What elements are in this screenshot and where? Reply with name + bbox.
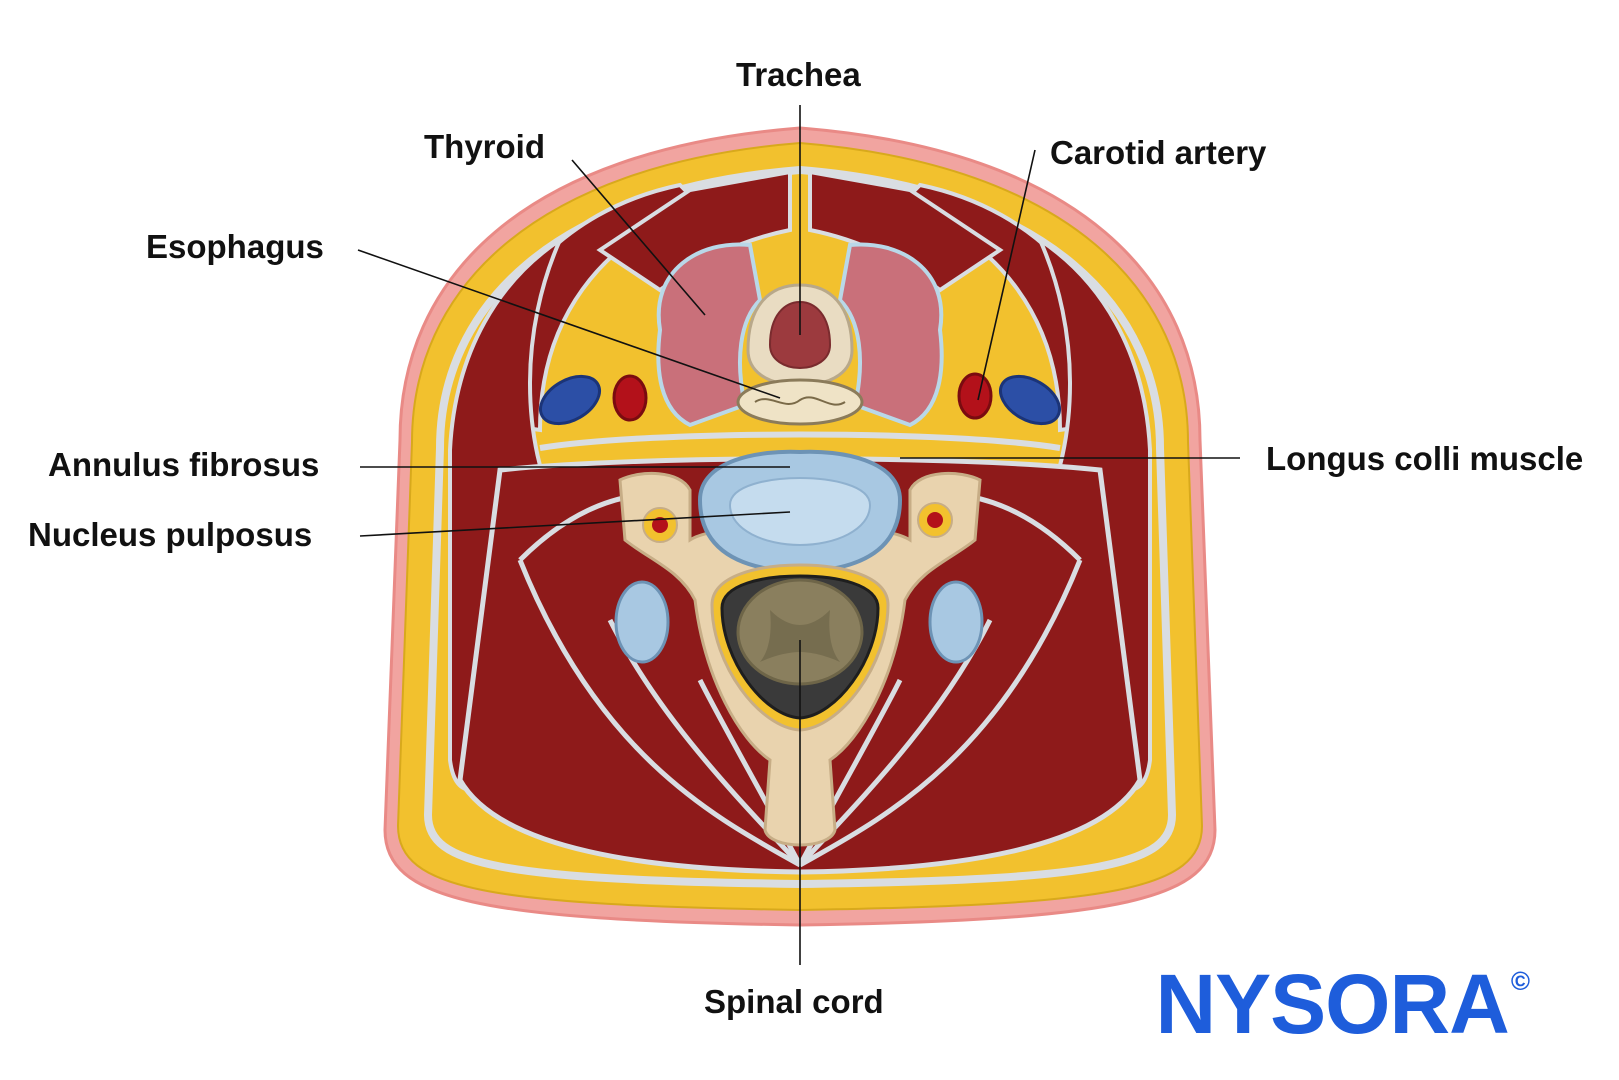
carotid-artery-right [957,372,993,420]
logo-text: NYSORA [1155,957,1509,1051]
nucleus-pulposus [728,476,872,547]
gray-matter [760,610,840,662]
facet-joint-right [928,580,984,664]
esophagus-shape [736,378,864,426]
carotid-artery-left [612,374,648,422]
label-carotid-artery: Carotid artery [1050,134,1267,171]
label-esophagus: Esophagus [146,228,324,265]
vertebral-artery-left [652,517,668,533]
leader-nucleus-pulposus [359,511,791,537]
label-trachea: Trachea [736,56,861,93]
esophagus-folds [754,396,846,406]
facet-joint-left [614,580,670,664]
label-annulus-fibrosus: Annulus fibrosus [48,446,320,483]
label-nucleus-pulposus: Nucleus pulposus [28,516,313,553]
leader-lines [357,105,1240,965]
label-longus-colli-muscle: Longus colli muscle [1266,440,1584,477]
label-spinal-cord: Spinal cord [704,983,884,1020]
leader-esophagus [357,249,781,399]
leader-carotid-artery [977,149,1036,401]
vertebral-artery-right [927,512,943,528]
leader-thyroid [571,159,706,316]
jugular-vein-left [539,374,601,426]
label-thyroid: Thyroid [424,128,545,165]
prevertebral-fascia [539,431,1061,451]
jugular-vein-right [999,374,1061,426]
copyright-mark: © [1510,966,1530,996]
nysora-logo: NYSORA© [1155,962,1530,1046]
